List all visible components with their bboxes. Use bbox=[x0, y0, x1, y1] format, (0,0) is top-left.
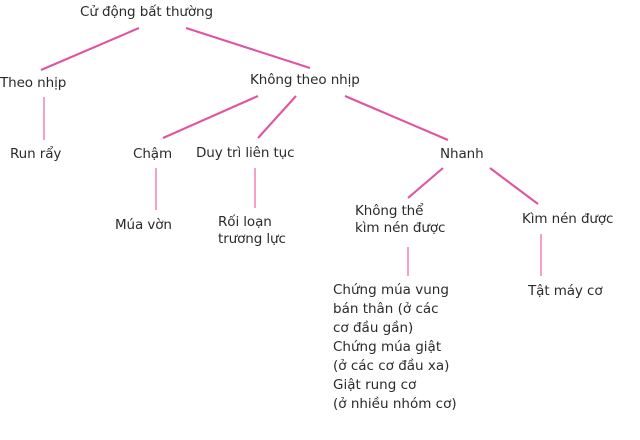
connector-khong-theo-to-nhanh bbox=[344, 95, 449, 141]
connector-root-to-theo-nhip bbox=[40, 27, 140, 71]
node-nhanh: Nhanh bbox=[440, 146, 484, 162]
node-roi-loan-truong-luc: Rối loạn trương lực bbox=[218, 214, 286, 247]
node-khong-theo-nhip: Không theo nhịp bbox=[250, 72, 360, 88]
node-run-ray: Run rẩy bbox=[10, 146, 62, 162]
node-tat-may-co: Tật máy cơ bbox=[528, 283, 603, 299]
node-kim-nen-duoc: Kìm nén được bbox=[522, 211, 614, 227]
node-duy-tri-lien-tuc: Duy trì liên tục bbox=[196, 145, 295, 161]
node-mua-von: Múa vờn bbox=[115, 217, 172, 233]
connector-khong-theo-to-cham bbox=[162, 95, 259, 139]
node-theo-nhip: Theo nhịp bbox=[0, 75, 67, 91]
node-root: Cử động bất thường bbox=[80, 4, 213, 20]
connector-khong-theo-to-duy-tri bbox=[257, 95, 297, 139]
connector-nhanh-to-kim-nen bbox=[489, 167, 539, 205]
node-cham: Chậm bbox=[133, 146, 173, 162]
connector-root-to-khong-theo bbox=[185, 27, 311, 69]
leaf-symptom-list: Chứng múa vung bán thân (ở các cơ đầu gầ… bbox=[333, 282, 457, 412]
connector-nhanh-to-khong-the bbox=[407, 167, 444, 199]
node-khong-the-kim-nen-duoc: Không thể kìm nén được bbox=[355, 203, 446, 236]
